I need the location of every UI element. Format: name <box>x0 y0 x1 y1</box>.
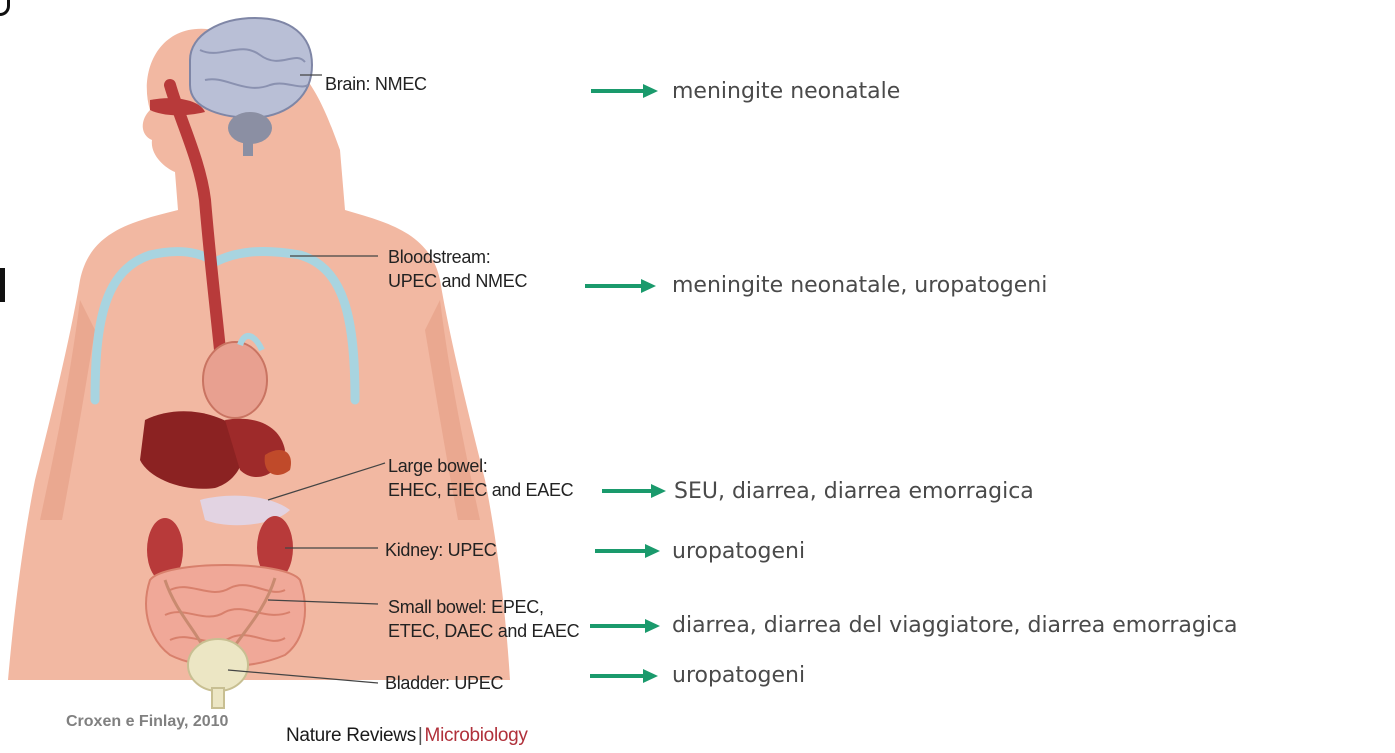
arrow-kidney <box>595 544 660 558</box>
disease-brain: meningite neonatale <box>672 78 900 106</box>
journal-name: Nature Reviews <box>286 725 416 746</box>
label-small-bowel: Small bowel: EPEC, ETEC, DAEC and EAEC <box>388 595 579 643</box>
label-kidney: Kidney: UPEC <box>385 538 496 562</box>
arrow-bladder <box>590 669 658 683</box>
label-small-bowel-line-2: ETEC, DAEC and EAEC <box>388 619 579 643</box>
bladder <box>188 639 248 708</box>
label-bladder-line-1: Bladder: UPEC <box>385 671 503 695</box>
disease-bloodstream: meningite neonatale, uropatogeni <box>672 272 1047 300</box>
label-brain-line-1: Brain: NMEC <box>325 72 427 96</box>
disease-large-bowel: SEU, diarrea, diarrea emorragica <box>674 478 1034 506</box>
arrow-large-bowel <box>602 484 666 498</box>
journal-separator: | <box>418 725 423 746</box>
label-bloodstream-line-1: Bloodstream: <box>388 245 527 269</box>
disease-bladder: uropatogeni <box>672 662 805 690</box>
arrows <box>585 84 666 683</box>
journal-section: Microbiology <box>425 725 528 746</box>
label-bloodstream: Bloodstream: UPEC and NMEC <box>388 245 527 293</box>
label-large-bowel: Large bowel: EHEC, EIEC and EAEC <box>388 454 573 502</box>
disease-small-bowel: diarrea, diarrea del viaggiatore, diarre… <box>672 612 1238 640</box>
spleen <box>265 450 291 475</box>
label-bloodstream-line-2: UPEC and NMEC <box>388 269 527 293</box>
journal-credit: Nature Reviews|Microbiology <box>286 725 528 747</box>
arrow-bloodstream <box>585 279 656 293</box>
label-large-bowel-line-2: EHEC, EIEC and EAEC <box>388 478 573 502</box>
citation: Croxen e Finlay, 2010 <box>66 713 228 731</box>
disease-kidney: uropatogeni <box>672 538 805 566</box>
label-kidney-line-1: Kidney: UPEC <box>385 538 496 562</box>
label-brain: Brain: NMEC <box>325 72 427 96</box>
arrow-brain <box>591 84 658 98</box>
label-large-bowel-line-1: Large bowel: <box>388 454 573 478</box>
label-small-bowel-line-1: Small bowel: EPEC, <box>388 595 579 619</box>
label-bladder: Bladder: UPEC <box>385 671 503 695</box>
arrow-small-bowel <box>590 619 660 633</box>
